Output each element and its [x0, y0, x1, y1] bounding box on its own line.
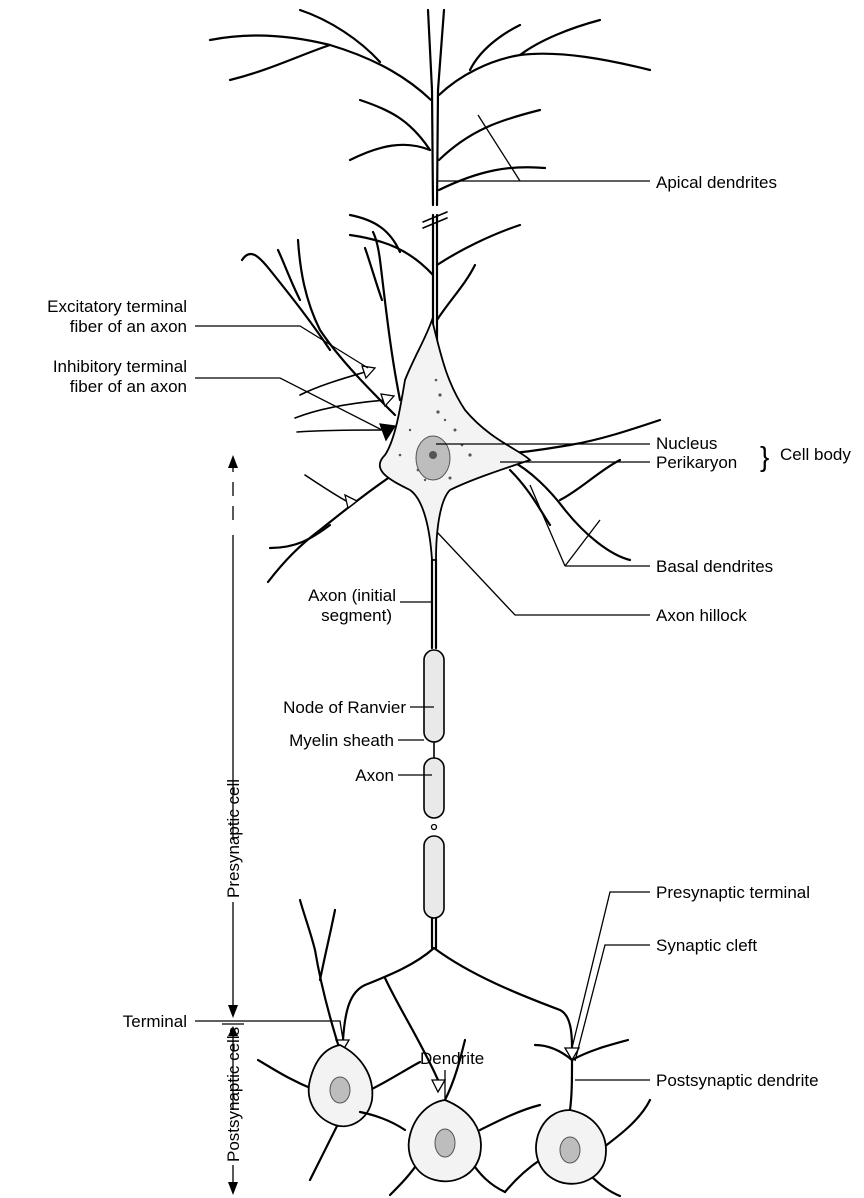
- label-axon-initial-line2: segment): [321, 606, 392, 625]
- labels: Apical dendrites Excitatory terminal fib…: [47, 173, 851, 1162]
- label-terminal: Terminal: [123, 1012, 187, 1031]
- presynaptic-fibers-onto-soma: [295, 366, 395, 508]
- label-postsynaptic-cells: Postsynaptic cells: [224, 1027, 243, 1162]
- label-dendrite: Dendrite: [420, 1049, 484, 1068]
- label-axon-hillock: Axon hillock: [656, 606, 747, 625]
- label-perikaryon: Perikaryon: [656, 453, 737, 472]
- label-myelin-sheath: Myelin sheath: [289, 731, 394, 750]
- label-cell-body-brace: }: [760, 441, 769, 472]
- label-excitatory-line2: fiber of an axon: [70, 317, 187, 336]
- label-nucleus: Nucleus: [656, 434, 717, 453]
- nucleolus: [429, 451, 437, 459]
- myelin-segment-2: [424, 758, 444, 818]
- label-synaptic-cleft: Synaptic cleft: [656, 936, 757, 955]
- label-inhibitory-line2: fiber of an axon: [70, 377, 187, 396]
- label-inhibitory-line1: Inhibitory terminal: [53, 357, 187, 376]
- label-cell-body: Cell body: [780, 445, 851, 464]
- label-apical-dendrites: Apical dendrites: [656, 173, 777, 192]
- terminal-bouton-middle: [432, 1080, 445, 1092]
- label-presynaptic-cell: Presynaptic cell: [224, 779, 243, 898]
- label-postsynaptic-dendrite: Postsynaptic dendrite: [656, 1071, 819, 1090]
- label-excitatory-line1: Excitatory terminal: [47, 297, 187, 316]
- label-axon-initial-line1: Axon (initial: [308, 586, 396, 605]
- label-basal-dendrites: Basal dendrites: [656, 557, 773, 576]
- myelin-segment-3: [424, 836, 444, 918]
- postsynaptic-cell-right: [505, 1040, 650, 1196]
- main-cell-body: [242, 232, 660, 582]
- label-axon: Axon: [355, 766, 394, 785]
- label-presynaptic-terminal: Presynaptic terminal: [656, 883, 810, 902]
- label-node-of-ranvier: Node of Ranvier: [283, 698, 406, 717]
- axon-with-myelin: [424, 560, 444, 948]
- myelin-segment-1: [424, 650, 444, 742]
